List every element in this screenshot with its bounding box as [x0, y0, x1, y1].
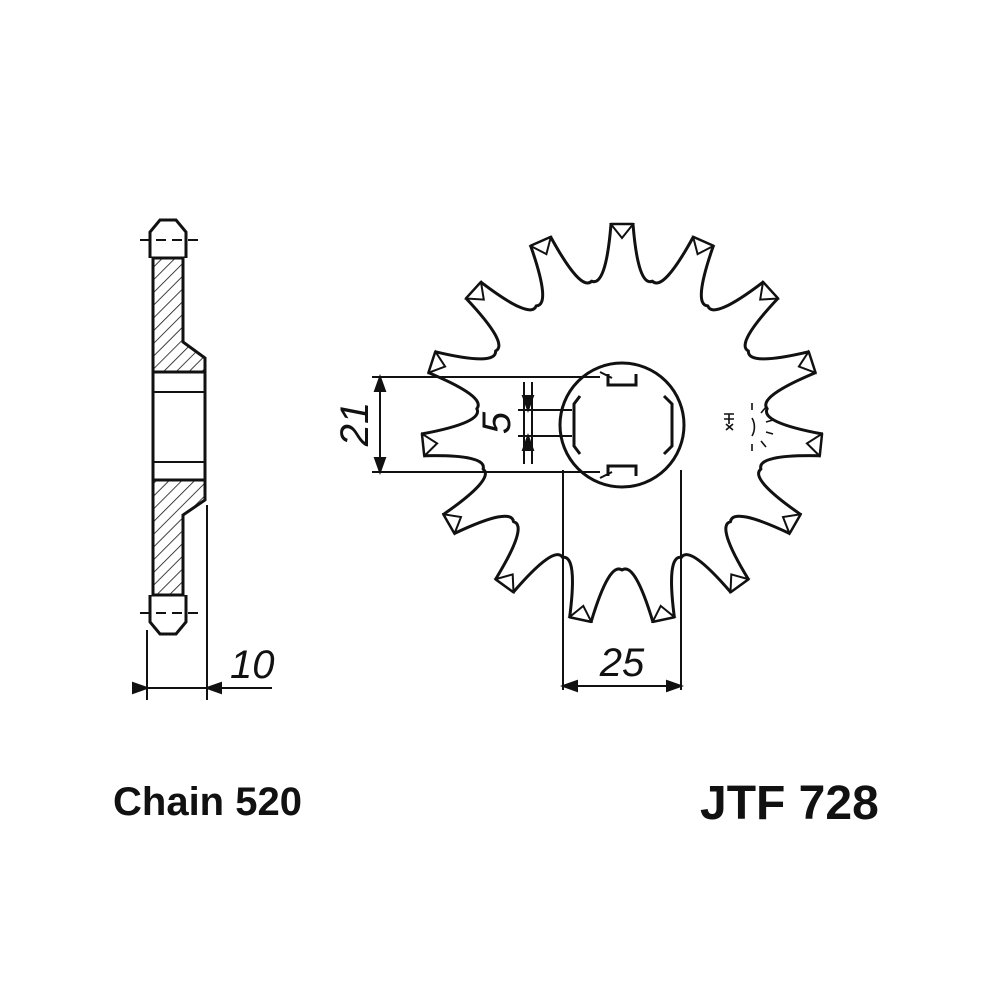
side-view-upper-section	[151, 256, 207, 374]
tooth-tip	[650, 604, 677, 624]
tooth-tips	[420, 223, 824, 624]
side-view-tooth-bottom	[148, 595, 188, 636]
tooth-tip	[493, 573, 515, 595]
tooth-tip	[781, 512, 803, 536]
sprocket-front-view	[420, 222, 824, 624]
width-dimension-label: 10	[230, 643, 275, 687]
tooth-tip	[427, 349, 447, 375]
width-dimension	[132, 505, 272, 700]
part-number-label: JTF 728	[700, 777, 879, 830]
tooth-tip	[805, 431, 824, 458]
sprocket-outline	[420, 222, 824, 624]
tooth-tip	[567, 604, 594, 624]
spline-profile	[572, 374, 674, 476]
sprocket-side-view	[140, 218, 207, 636]
chain-size-label: Chain 520	[113, 780, 302, 824]
side-view-hub	[151, 370, 207, 482]
tooth-tip	[420, 431, 439, 458]
center-bore	[558, 361, 686, 489]
tooth-tip	[441, 512, 463, 536]
tooth-tip	[528, 235, 553, 256]
side-view-lower-section	[151, 478, 207, 597]
tooth-tip	[729, 573, 751, 595]
tooth-tip	[797, 349, 817, 375]
tooth-tip	[608, 223, 636, 240]
bore-dimension	[560, 470, 684, 693]
side-view-tooth-top	[148, 218, 188, 258]
spline-diameter-label: 21	[333, 402, 377, 448]
manufacturer-sun-logo	[724, 403, 774, 451]
bore-dimension-label: 25	[599, 641, 645, 685]
spline-width-label: 5	[475, 411, 519, 434]
tooth-tip	[464, 279, 485, 301]
tooth-tip	[691, 235, 716, 256]
spline-width-dimension	[518, 382, 572, 464]
spline-diameter-dimension	[372, 374, 600, 475]
tooth-tip	[759, 279, 780, 301]
